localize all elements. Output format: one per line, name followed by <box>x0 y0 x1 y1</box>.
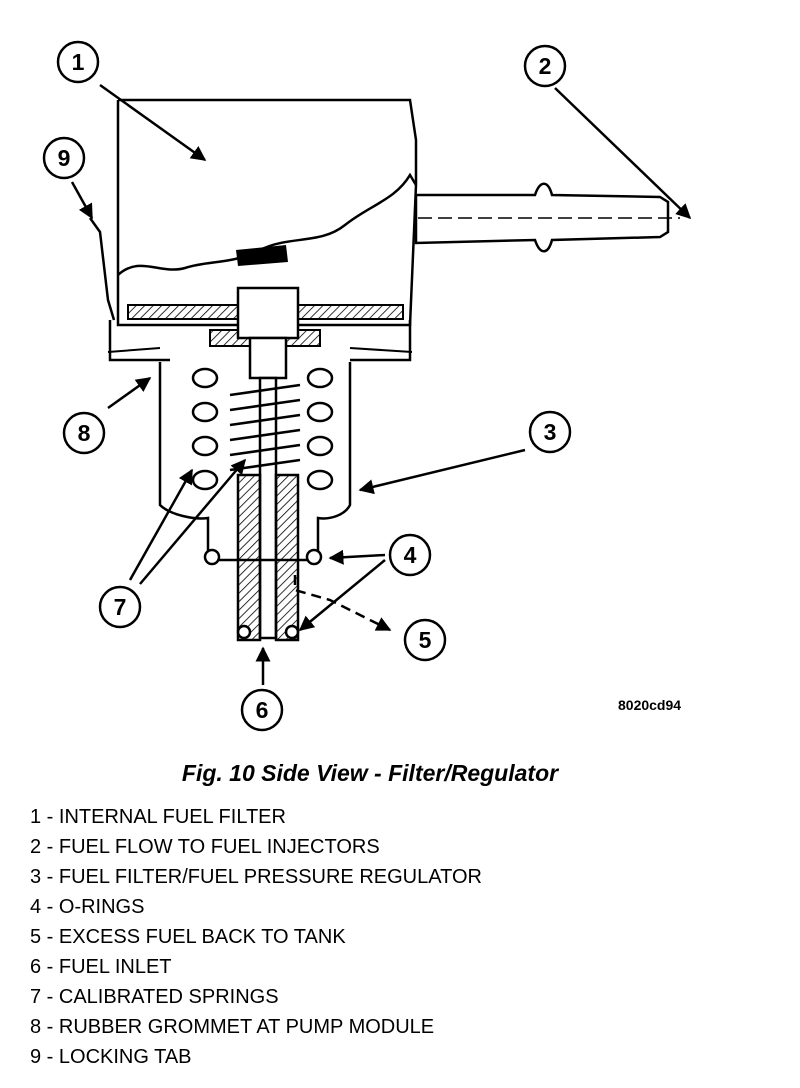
locking-tab <box>88 217 116 321</box>
callout-8-label: 8 <box>78 420 91 446</box>
callout-3-circle <box>528 410 572 454</box>
figure-code: 8020cd94 <box>618 697 682 713</box>
callout-9-label: 9 <box>58 145 71 171</box>
callout-2-label: 2 <box>539 53 552 79</box>
leader-lines <box>70 83 692 685</box>
legend-item: 1 - INTERNAL FUEL FILTER <box>30 806 286 828</box>
callout-9-circle <box>42 136 86 180</box>
callout-6-label: 6 <box>256 697 269 723</box>
valve-stem <box>236 286 300 642</box>
legend-item: 6 - FUEL INLET <box>30 956 172 978</box>
o-rings <box>203 548 323 640</box>
filter-regulator-diagram: 1 2 3 4 5 6 7 8 9 <box>42 40 692 732</box>
legend-item: 9 - LOCKING TAB <box>30 1046 192 1068</box>
legend-list: 1 - INTERNAL FUEL FILTER 2 - FUEL FLOW T… <box>30 802 482 1072</box>
callout-3-label: 3 <box>544 419 557 445</box>
legend-item: 4 - O-RINGS <box>30 896 145 918</box>
legend-item: 8 - RUBBER GROMMET AT PUMP MODULE <box>30 1016 435 1038</box>
springs <box>191 367 334 491</box>
callout-7-label: 7 <box>114 594 127 620</box>
internal-tab <box>236 245 288 266</box>
callout-4-circle <box>388 533 432 577</box>
callout-5-circle <box>403 618 447 662</box>
callouts: 1 2 3 4 5 6 7 8 9 <box>42 40 572 732</box>
callout-2-circle <box>523 44 567 88</box>
legend-item: 5 - EXCESS FUEL BACK TO TANK <box>30 926 346 948</box>
callout-6-circle <box>240 688 284 732</box>
spring-housing <box>158 362 352 562</box>
legend-item: 3 - FUEL FILTER/FUEL PRESSURE REGULATOR <box>30 866 482 888</box>
callout-1-label: 1 <box>72 49 85 75</box>
legend-item: 2 - FUEL FLOW TO FUEL INJECTORS <box>30 836 380 858</box>
callout-8-circle <box>62 411 106 455</box>
legend-item: 7 - CALIBRATED SPRINGS <box>30 986 279 1008</box>
figure-caption: Fig. 10 Side View - Filter/Regulator <box>181 760 559 786</box>
excess-fuel-path <box>293 575 392 632</box>
callout-1-circle <box>56 40 100 84</box>
outlet-tube <box>414 182 680 253</box>
callout-7-circle <box>98 585 142 629</box>
callout-4-label: 4 <box>404 542 417 568</box>
callout-5-label: 5 <box>419 627 432 653</box>
